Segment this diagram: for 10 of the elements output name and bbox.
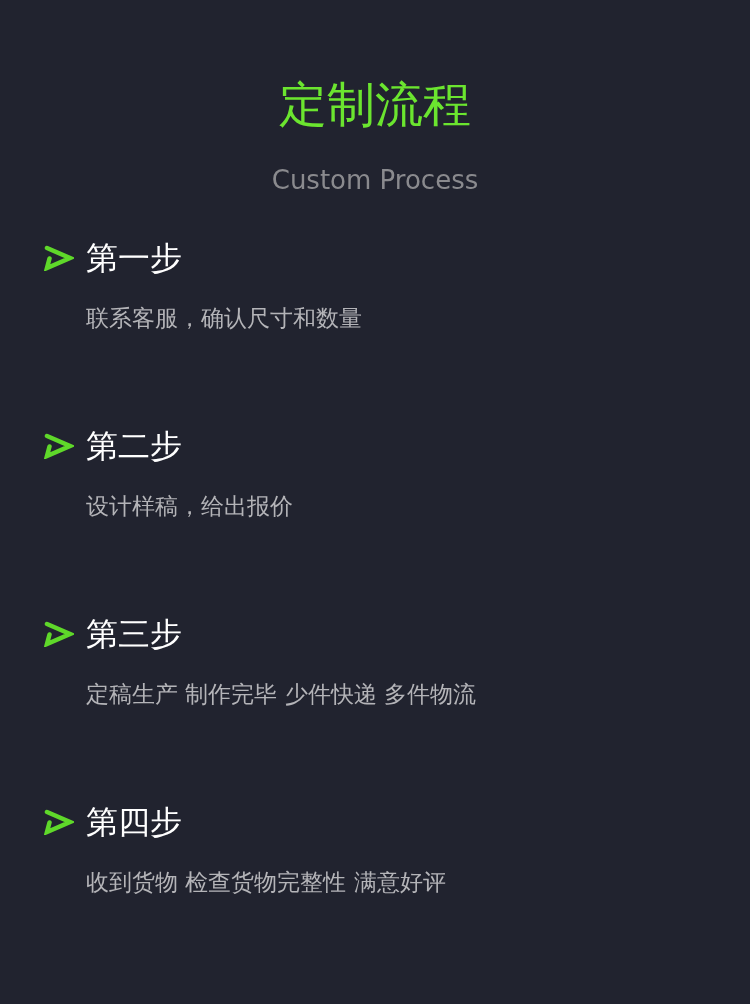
step-description: 收到货物 检查货物完整性 满意好评 xyxy=(86,868,446,897)
step-heading: 第二步 xyxy=(86,426,182,466)
step-heading: 第一步 xyxy=(86,238,182,278)
step-description: 定稿生产 制作完毕 少件快递 多件物流 xyxy=(86,680,476,709)
step-heading: 第四步 xyxy=(86,802,182,842)
step-description: 设计样稿，给出报价 xyxy=(86,492,293,521)
subtitle: Custom Process xyxy=(271,164,479,196)
page-title: 定制流程 xyxy=(279,75,471,134)
step-description: 联系客服，确认尺寸和数量 xyxy=(86,304,362,333)
step-heading: 第三步 xyxy=(86,614,182,654)
